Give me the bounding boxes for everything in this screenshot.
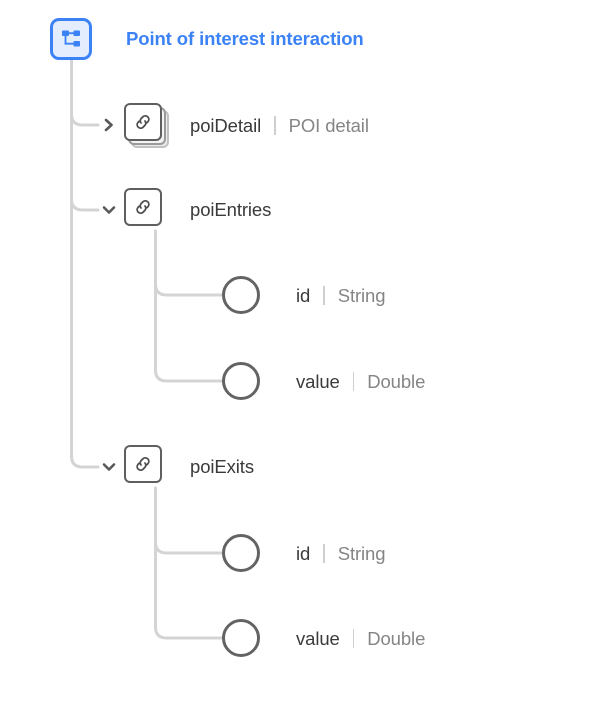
chevron-down-icon[interactable] (101, 202, 117, 218)
leaf-name: value (296, 371, 340, 392)
page-title: Point of interest interaction (126, 28, 364, 49)
leaf-label-group: value Double (296, 369, 425, 393)
circle-node-icon[interactable] (222, 619, 260, 657)
leaf-label-group: id String (296, 541, 386, 565)
chevron-down-glyph (102, 463, 116, 471)
link-glyph (136, 114, 150, 130)
leaf-label-group: value Double (296, 626, 425, 650)
label-separator (274, 116, 276, 135)
sitemap-glyph (62, 30, 80, 47)
circle-node-icon[interactable] (222, 276, 260, 314)
circle-node-icon[interactable] (222, 362, 260, 400)
node-type: POI detail (288, 115, 369, 136)
node-label-group: poiEntries (190, 199, 271, 221)
chevron-down-glyph (102, 206, 116, 214)
tree-leaf-poiEntries-value[interactable]: value Double (222, 359, 425, 403)
chevron-right-glyph (104, 118, 113, 132)
label-separator (352, 372, 355, 391)
leaf-name: value (296, 628, 340, 649)
link-icon[interactable] (124, 188, 168, 232)
label-separator (352, 629, 355, 648)
card-layer-front (124, 445, 162, 483)
tree-leaf-poiExits-id[interactable]: id String (222, 531, 386, 575)
tree-leaf-poiEntries-id[interactable]: id String (222, 273, 386, 317)
leaf-type: Double (367, 628, 426, 649)
node-label-group: poiDetail POI detail (190, 113, 369, 137)
leaf-type: Double (367, 371, 426, 392)
leaf-name: id (296, 285, 311, 306)
tree-node-poiExits[interactable]: poiExits (101, 444, 254, 490)
card-layer-front (124, 188, 162, 226)
tree-node-poiEntries[interactable]: poiEntries (101, 187, 271, 233)
leaf-label-group: id String (296, 283, 386, 307)
chevron-down-icon[interactable] (101, 459, 117, 475)
chevron-right-icon[interactable] (101, 117, 117, 133)
node-name: poiExits (190, 456, 254, 477)
leaf-type: String (337, 543, 386, 564)
tree-node-poiDetail[interactable]: poiDetail POI detail (101, 102, 369, 148)
node-name: poiEntries (190, 199, 272, 220)
leaf-name: id (296, 543, 311, 564)
label-separator (323, 544, 325, 563)
root-node[interactable] (50, 18, 92, 60)
circle-node-icon[interactable] (222, 534, 260, 572)
leaf-type: String (337, 285, 386, 306)
link-stacked-icon[interactable] (124, 103, 169, 148)
link-glyph (136, 199, 150, 215)
sitemap-icon[interactable] (50, 18, 92, 60)
label-separator (323, 286, 325, 305)
link-icon[interactable] (124, 445, 168, 489)
node-name: poiDetail (190, 115, 262, 136)
node-label-group: poiExits (190, 456, 254, 478)
link-glyph (136, 456, 150, 472)
card-layer-front (124, 103, 162, 141)
tree-leaf-poiExits-value[interactable]: value Double (222, 616, 425, 660)
